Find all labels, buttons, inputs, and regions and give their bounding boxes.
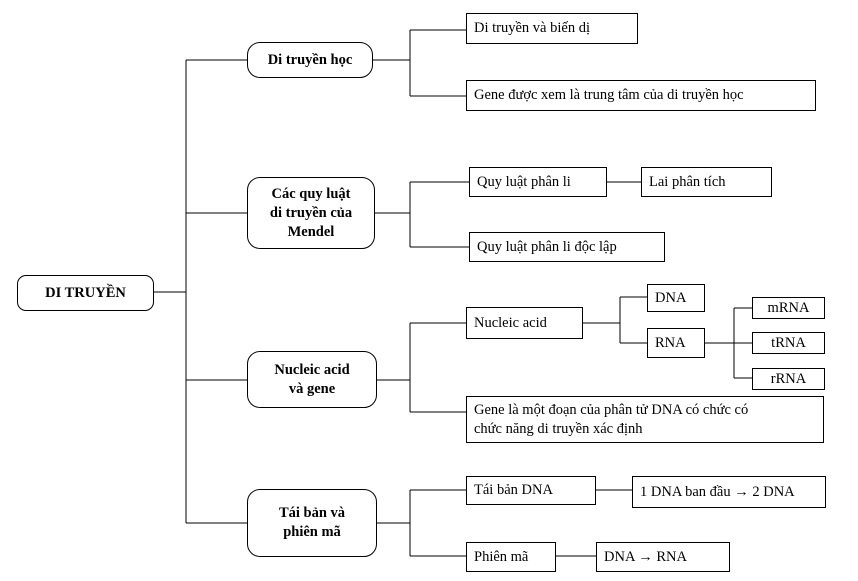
node-gene-doan-dna: Gene là một đoạn của phân tử DNA có chức… [466, 396, 824, 443]
node-trna: tRNA [752, 332, 825, 354]
node-dna: DNA [647, 284, 705, 312]
node-rna: RNA [647, 328, 705, 358]
branch-nucleic-acid-gene: Nucleic acid và gene [247, 351, 377, 408]
node-rrna: rRNA [752, 368, 825, 390]
branch-tai-ban-phien-ma: Tái bản và phiên mã [247, 489, 377, 557]
node-mrna: mRNA [752, 297, 825, 319]
branch-quy-luat-mendel: Các quy luật di truyền của Mendel [247, 177, 375, 249]
node-phien-ma-result: DNA → RNA [596, 542, 730, 572]
node-tai-ban-result: 1 DNA ban đầu → 2 DNA [632, 476, 826, 508]
root-node: DI TRUYỀN [17, 275, 154, 311]
node-tai-ban-dna: Tái bản DNA [466, 476, 596, 505]
node-di-truyen-bien-di: Di truyền và biến dị [466, 13, 638, 44]
node-nucleic-acid: Nucleic acid [466, 307, 583, 339]
branch-di-truyen-hoc: Di truyền học [247, 42, 373, 78]
node-lai-phan-tich: Lai phân tích [641, 167, 772, 197]
node-quy-luat-phan-li-doc-lap: Quy luật phân li độc lập [469, 232, 665, 262]
node-quy-luat-phan-li: Quy luật phân li [469, 167, 607, 197]
node-gene-trung-tam: Gene được xem là trung tâm của di truyền… [466, 80, 816, 111]
node-phien-ma: Phiên mã [466, 542, 556, 572]
